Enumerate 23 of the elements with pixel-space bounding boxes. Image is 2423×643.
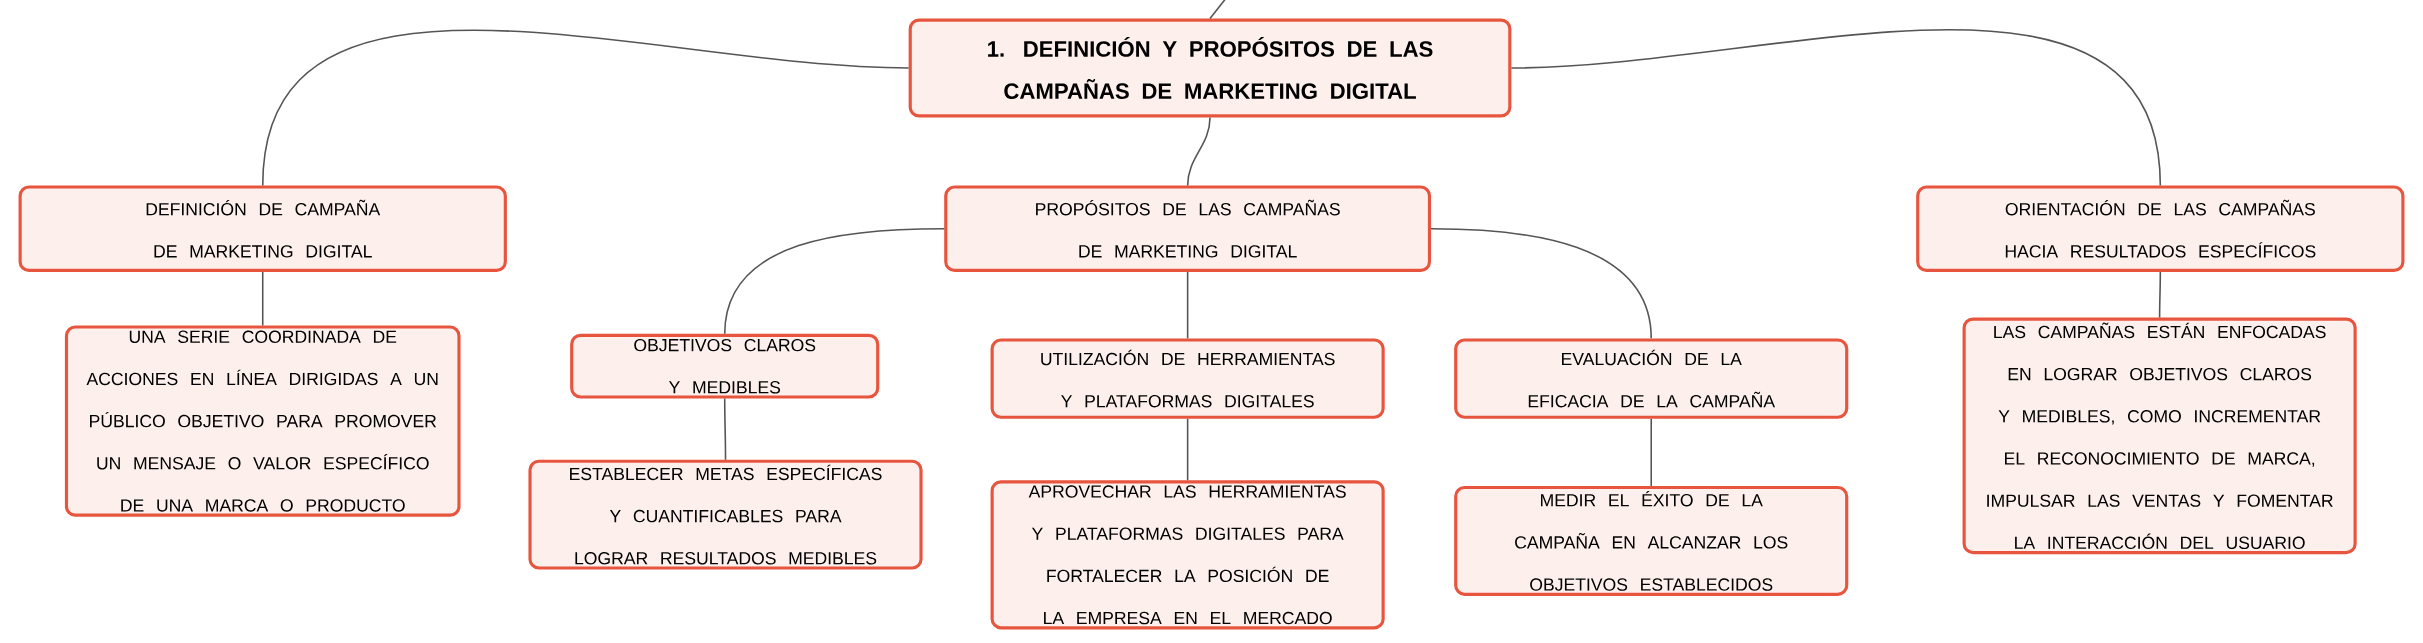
text-box: UTILIZACIÓN DE HERRAMIENTAS Y PLATAFORMAS DIGITALES [990,338,1385,419]
connector-line [1430,227,1652,340]
connector-line [261,29,910,187]
connector-line [1650,418,1652,487]
text-box: OBJETIVOS CLAROS Y MEDIBLES [570,333,880,399]
title-box: 1. DEFINICIÓN Y PROPÓSITOS DE LAS CAMPAÑAS DE MARKETING DIGITAL [908,18,1512,118]
text-box: ORIENTACIÓN DE LAS CAMPAÑAS HACIA RESULTADOS ESPECÍFICOS [1916,185,2405,272]
connector-line [1186,116,1211,187]
text-box: APROVECHAR LAS HERRAMIENTAS Y PLATAFORMAS DIGITALES PARA FORTALECER LA POSICIÓN DE LA EMPRESA EN EL MERCADO [990,480,1385,630]
text-box: LAS CAMPAÑAS ESTÁN ENFOCADAS EN LOGRAR OBJETIVOS CLAROS Y MEDIBLES, COMO INCREMENTAR EL RECONOCIMIENTO DE MARCA, IMPULSAR LAS VENTAS Y FOMENTAR LA INTERACCIÓN DEL USUARIO [1962,317,2357,555]
connector-line [1186,418,1189,482]
connector-line [1510,29,2162,187]
text-box: EVALUACIÓN DE LA EFICACIA DE LA CAMPAÑA [1454,338,1849,419]
connector-line [723,397,727,461]
text-box: MEDIR EL ÉXITO DE LA CAMPAÑA EN ALCANZAR LOS OBJETIVOS ESTABLECIDOS [1454,485,1849,596]
text-box: DEFINICIÓN DE CAMPAÑA DE MARKETING DIGITAL [18,185,507,272]
connector-line [723,227,945,335]
text-box: PROPÓSITOS DE LAS CAMPAÑAS DE MARKETING DIGITAL [944,185,1432,272]
text-box: UNA SERIE COORDINADA DE ACCIONES EN LÍNEA DIRIGIDAS A UN PÚBLICO OBJETIVO PARA PROMOVER UN MENSAJE O VALOR ESPECÍFICO DE UNA MARCA O PRODUCTO [64,325,461,517]
connector-line [1186,271,1189,340]
connector-line [261,271,264,327]
connector-line [2158,271,2162,319]
text-box: ESTABLECER METAS ESPECÍFICAS Y CUANTIFICABLES PARA LOGRAR RESULTADOS MEDIBLES [528,459,923,570]
